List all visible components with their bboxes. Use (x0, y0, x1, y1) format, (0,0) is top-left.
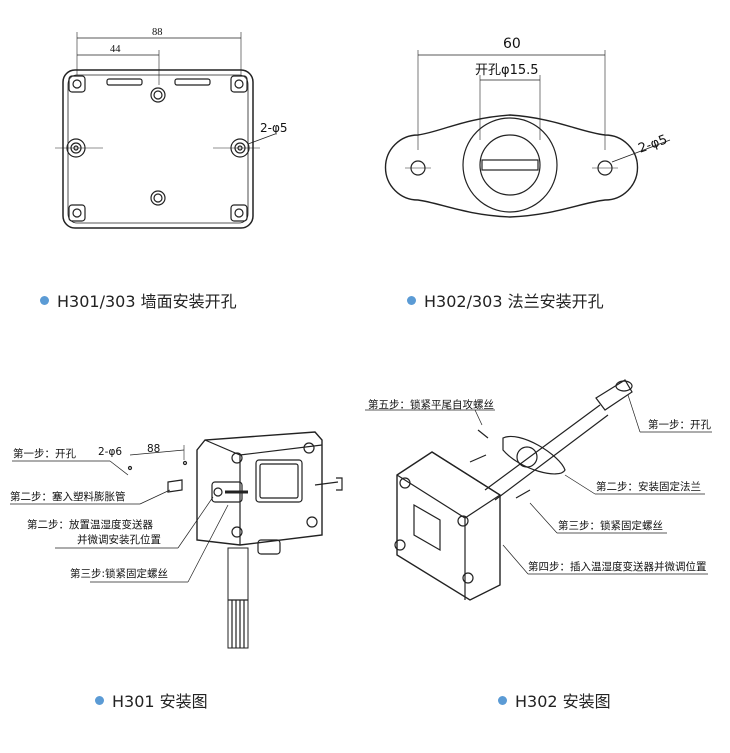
caption-text: H302 安装图 (515, 692, 611, 711)
dim-60: 60 (503, 36, 521, 52)
h302-step1: 第一步：开孔 (648, 419, 711, 431)
h302-step3: 第三步：锁紧固定螺丝 (558, 520, 663, 532)
h301-step2a: 第二步：塞入塑料膨胀管 (10, 491, 126, 503)
caption-h302: H302 安装图 (498, 688, 611, 712)
dim-44: 44 (110, 44, 121, 55)
bullet-icon (407, 295, 416, 305)
dim-88: 88 (152, 27, 163, 38)
bullet-icon (95, 695, 104, 705)
h301-step2b-line2: 并微调安装孔位置 (77, 534, 161, 546)
h302-step4: 第四步：插入温湿度变送器并微调位置 (528, 561, 707, 573)
caption-h301: H301 安装图 (95, 688, 208, 712)
wall-hole-label: 2-φ5 (260, 121, 288, 135)
h301-step2b-line1: 第二步：放置温湿度变送器 (27, 519, 153, 531)
h301-step3: 第三步:锁紧固定螺丝 (70, 568, 169, 580)
caption-text: H301/303 墙面安装开孔 (57, 292, 237, 311)
dim-hole-15-5: 开孔φ15.5 (475, 63, 539, 78)
caption-text: H301 安装图 (112, 692, 208, 711)
h302-step2: 第二步：安装固定法兰 (596, 481, 701, 493)
h301-spacing: 88 (147, 443, 161, 455)
bullet-icon (498, 695, 507, 705)
h302-install-drawing (365, 379, 712, 601)
caption-flange: H302/303 法兰安装开孔 (407, 288, 604, 312)
h301-install-drawing (10, 431, 343, 649)
h301-step1: 第一步：开孔 (13, 448, 76, 460)
flange-drawing (384, 50, 671, 218)
h301-hole: 2-φ6 (98, 446, 123, 458)
bullet-icon (40, 295, 49, 305)
caption-text: H302/303 法兰安装开孔 (424, 292, 604, 311)
wall-mount-drawing (55, 32, 276, 229)
caption-wall: H301/303 墙面安装开孔 (40, 288, 237, 312)
h302-step5: 第五步：锁紧平尾自攻螺丝 (368, 399, 494, 411)
